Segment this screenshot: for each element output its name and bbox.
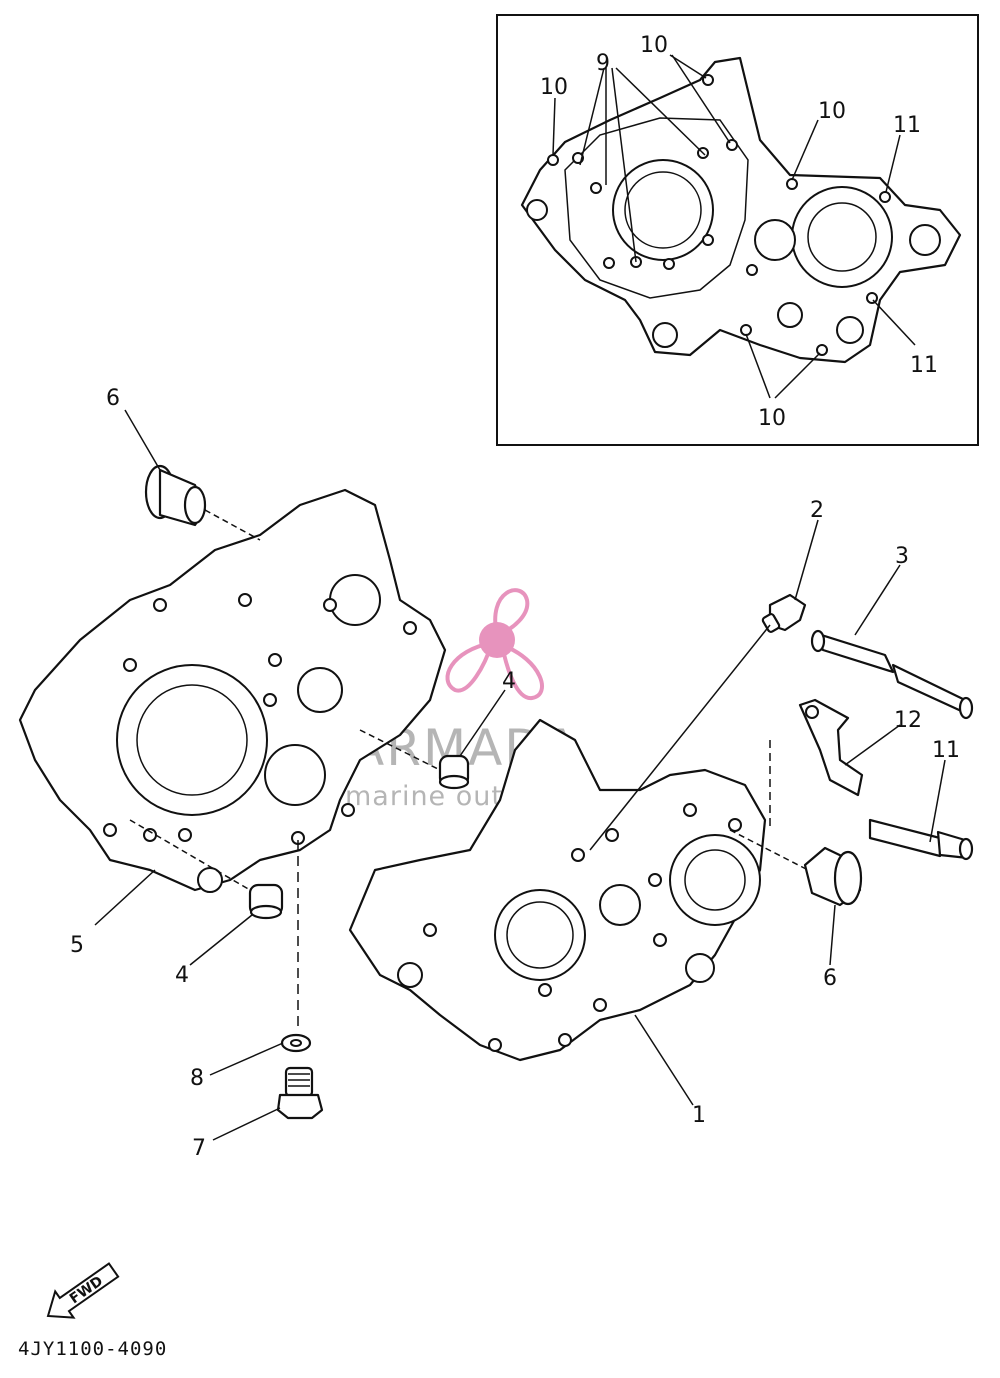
- right-bearing-bore: [669, 834, 761, 926]
- callout-8: 8: [190, 1066, 204, 1091]
- inset-gasket-line: [564, 117, 749, 299]
- inset-bearing-bore: [791, 186, 893, 288]
- callout-4: 4: [175, 963, 189, 988]
- right-crank-bore: [494, 889, 586, 981]
- callout-6: 6: [106, 386, 120, 411]
- right-case-bolt-holes: [423, 803, 742, 1052]
- inset-callout-10: 10: [640, 33, 668, 58]
- inset-panel: 9 10 10 10 10 11 11: [496, 14, 979, 446]
- dowel-pin-4-upper: [438, 754, 470, 790]
- leader-lines: [94, 409, 946, 1141]
- right-crankcase-half: [348, 718, 767, 1062]
- callout-4: 4: [502, 669, 516, 694]
- left-case-bolt-holes: [103, 593, 417, 845]
- callout-11: 11: [932, 738, 960, 763]
- inset-leaders: [552, 54, 916, 399]
- dowel-pin-4-lower: [248, 883, 284, 920]
- bolt-11: [868, 818, 974, 861]
- callout-6: 6: [823, 966, 837, 991]
- inset-callout-10: 10: [758, 406, 786, 431]
- inset-callout-11: 11: [910, 353, 938, 378]
- callout-12: 12: [894, 708, 922, 733]
- inset-crank-bore: [612, 159, 714, 261]
- callout-3: 3: [895, 544, 909, 569]
- bracket-12: [798, 698, 864, 797]
- inset-callout-10: 10: [818, 99, 846, 124]
- inset-callout-10: 10: [540, 75, 568, 100]
- callout-1: 1: [692, 1103, 706, 1128]
- pipe-3: [810, 629, 974, 720]
- fwd-arrow: FWD: [46, 1262, 120, 1319]
- drain-plug-7: [276, 1066, 324, 1120]
- left-crankcase-half: [18, 488, 447, 893]
- callout-2: 2: [810, 498, 824, 523]
- callout-5: 5: [70, 933, 84, 958]
- inset-callout-9: 9: [596, 51, 610, 76]
- inset-callout-11: 11: [893, 113, 921, 138]
- washer-8: [280, 1033, 312, 1053]
- callout-7: 7: [192, 1136, 206, 1161]
- bushing-6-upper: [144, 464, 207, 527]
- propeller-logo: [445, 588, 544, 700]
- left-crank-bore: [116, 664, 268, 816]
- bushing-6-lower: [803, 846, 863, 907]
- diagram-code: 4JY1100-4090: [18, 1338, 167, 1360]
